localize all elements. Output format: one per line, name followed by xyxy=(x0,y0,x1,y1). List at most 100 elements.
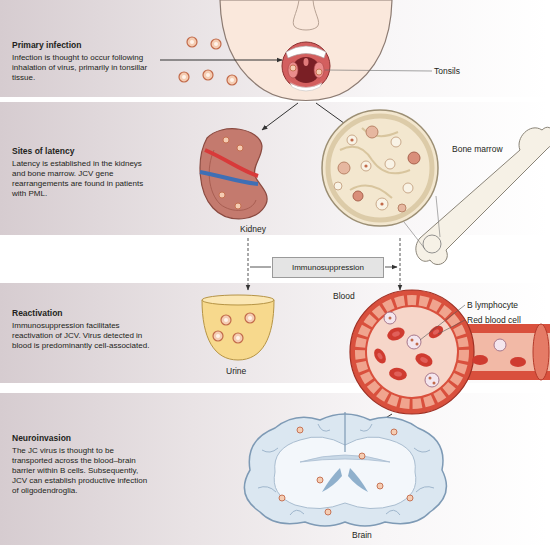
brain-drawing xyxy=(325,509,331,515)
blood-vessel-drawing xyxy=(533,324,549,380)
inhalation-arrow xyxy=(160,60,282,61)
brain-drawing xyxy=(244,412,446,526)
kidney-drawing xyxy=(205,150,258,176)
bone-drawing xyxy=(340,128,410,198)
reactivation-arrows xyxy=(248,238,400,290)
bone-drawing xyxy=(366,126,378,138)
reactivation-arrows xyxy=(250,267,271,268)
process-box: Immunosuppression xyxy=(272,257,384,278)
spread-arrows xyxy=(262,103,348,130)
bone-drawing xyxy=(385,159,395,169)
blood-vessel-drawing xyxy=(494,339,506,351)
brain-drawing xyxy=(279,495,285,501)
kidney-drawing xyxy=(237,145,243,151)
bone-drawing xyxy=(416,127,550,264)
text-column: NeuroinvasionThe JC virus is thought to … xyxy=(12,433,152,496)
brain-drawing xyxy=(258,424,434,515)
stage-band: Sites of latencyLatency is established i… xyxy=(0,102,548,235)
brain-drawing xyxy=(244,414,446,526)
kidney-drawing xyxy=(235,203,241,209)
text-column: Sites of latencyLatency is established i… xyxy=(12,146,152,199)
brain-drawing xyxy=(377,483,383,489)
reactivation-arrows xyxy=(248,238,249,290)
panel-heading: Reactivation xyxy=(12,308,152,319)
stage-band: ReactivationImmunosuppression facilitate… xyxy=(0,283,548,383)
blood-vessel-drawing xyxy=(350,290,550,414)
face-drawing xyxy=(220,0,392,101)
panel-body: The JC virus is thought to be transporte… xyxy=(12,446,152,496)
blood-vessel-drawing xyxy=(472,355,488,365)
bone-drawing xyxy=(328,116,432,220)
face-drawing xyxy=(282,42,330,90)
blood-vessel-drawing xyxy=(419,356,428,364)
blood-vessel-drawing xyxy=(377,352,384,360)
text-column: ReactivationImmunosuppression facilitate… xyxy=(12,308,152,351)
face-drawing xyxy=(292,57,320,83)
face-drawing xyxy=(286,46,326,58)
brain-drawing xyxy=(407,495,413,501)
urine-drawing xyxy=(202,295,274,305)
text-column: Immunosuppression xyxy=(292,263,364,273)
bone-drawing xyxy=(322,110,550,265)
blood-vessel-drawing xyxy=(389,317,392,320)
blood-vessel-drawing xyxy=(433,382,436,385)
leader-line xyxy=(325,70,432,71)
inhalation-arrow xyxy=(160,60,282,61)
bone-drawing xyxy=(334,182,342,190)
kidney-drawing xyxy=(200,172,258,184)
virus-particles xyxy=(203,70,213,80)
urine-drawing xyxy=(213,331,223,341)
bone-drawing xyxy=(380,202,383,205)
virus-particles xyxy=(187,37,197,47)
blood-vessel-drawing xyxy=(510,357,526,367)
bone-drawing xyxy=(338,162,350,174)
blood-vessel-drawing xyxy=(385,325,406,342)
bone-drawing xyxy=(404,222,425,249)
stage-band: NeuroinvasionThe JC virus is thought to … xyxy=(0,393,548,545)
face-drawing xyxy=(220,0,392,101)
spread-arrows xyxy=(262,103,298,130)
panel-body: Latency is established in the kidneys an… xyxy=(12,159,152,199)
leader-line xyxy=(438,320,465,334)
blood-vessel-drawing xyxy=(372,347,389,366)
brain-drawing xyxy=(322,468,342,492)
brain-drawing xyxy=(344,412,345,452)
bone-drawing xyxy=(398,204,406,212)
urine-drawing xyxy=(202,295,274,360)
panel-heading: Primary infection xyxy=(12,40,152,51)
blood-vessel-drawing xyxy=(450,333,550,371)
face-drawing xyxy=(314,62,324,78)
face-drawing xyxy=(288,80,324,89)
kidney-drawing xyxy=(200,129,267,219)
kidney-drawing xyxy=(223,137,229,143)
blood-vessel-drawing xyxy=(367,307,457,397)
virus-particles xyxy=(211,39,221,49)
blood-vessel-drawing xyxy=(394,371,403,377)
brain-drawing xyxy=(297,427,303,433)
blood-vessel-drawing xyxy=(427,323,446,340)
text-column: Primary infectionInfection is thought to… xyxy=(12,40,152,83)
blood-vessel-drawing xyxy=(407,335,421,349)
face-drawing xyxy=(290,83,322,91)
kidney-drawing xyxy=(219,192,225,198)
brain-drawing xyxy=(317,477,323,483)
bone-drawing xyxy=(403,183,413,193)
stage-band: Primary infectionInfection is thought to… xyxy=(0,0,548,97)
panel-heading: Neuroinvasion xyxy=(12,433,152,444)
blood-vessel-drawing xyxy=(384,312,396,324)
kidney-drawing xyxy=(200,129,267,219)
face-drawing xyxy=(290,65,296,71)
blood-vessel-drawing xyxy=(450,324,550,380)
bone-drawing xyxy=(347,135,357,145)
box-label: Immunosuppression xyxy=(292,263,364,273)
face-drawing xyxy=(316,69,322,75)
leader-line xyxy=(420,305,465,340)
blood-vessel-drawing xyxy=(416,343,419,346)
neuroinvasion-arrow xyxy=(376,414,392,424)
neuroinvasion-arrow xyxy=(376,414,392,424)
leader-line xyxy=(420,305,465,340)
virus-particles xyxy=(227,75,237,85)
panel-body: Immunosuppression facilitates reactivati… xyxy=(12,321,152,351)
kidney-drawing xyxy=(209,150,256,210)
